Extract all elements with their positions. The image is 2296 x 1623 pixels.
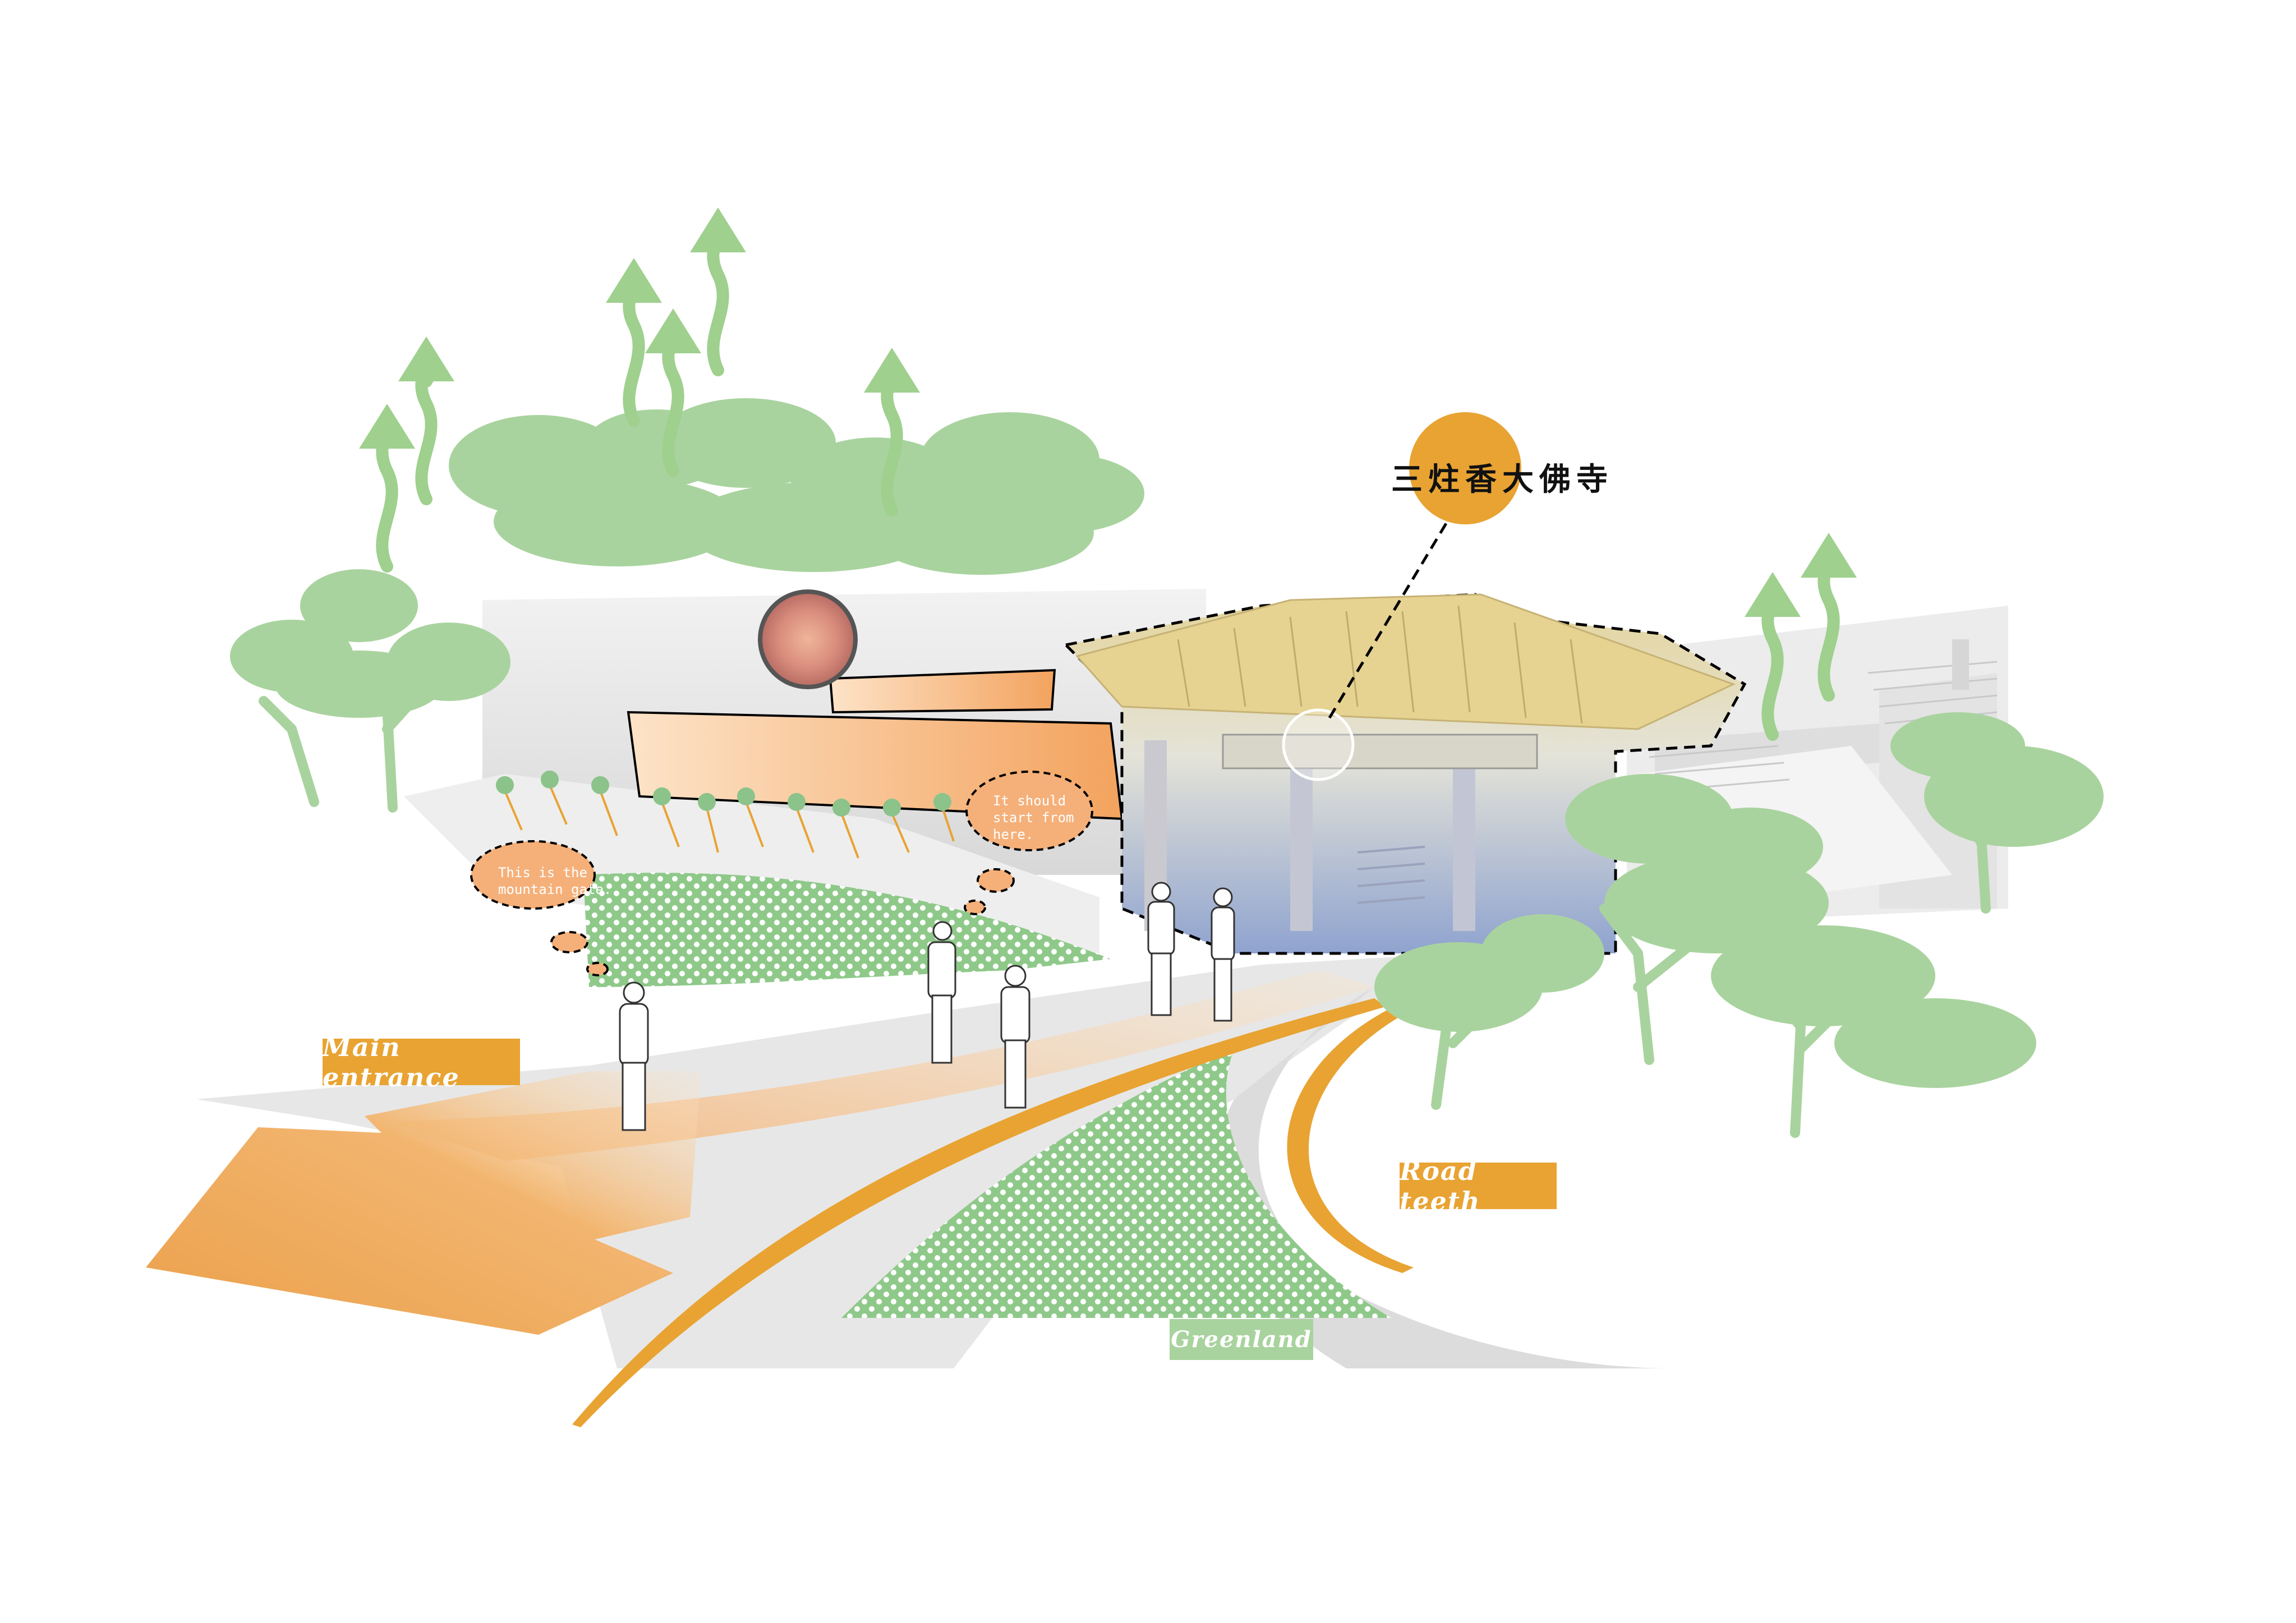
flower-plants <box>504 785 955 859</box>
road-teeth-label: Road teeth <box>1400 1156 1557 1216</box>
people <box>619 882 1235 1131</box>
thought-bubble-2 <box>964 771 1093 915</box>
plaza-ground <box>196 953 1458 1368</box>
main-entrance-label: Main entrance <box>323 1032 520 1092</box>
road-teeth-curve <box>1287 993 1436 1273</box>
tree-right-cluster <box>1374 712 2104 1088</box>
temple-gate <box>1062 593 1747 955</box>
temple-name-badge <box>1409 412 1521 524</box>
thought-bubble-1 <box>470 840 609 976</box>
bubble-text-mountain-gate: This is the mountain gate. <box>498 865 612 897</box>
lawn-center <box>841 1049 1391 1318</box>
greenland-label: Greenland <box>1170 1319 1313 1360</box>
tree-left <box>230 569 510 718</box>
plaque-magnifier-icon <box>1282 708 1355 781</box>
flower-heads <box>496 771 951 817</box>
tree-right-trunks <box>1397 774 2030 1138</box>
tree-left-trunk <box>259 657 443 813</box>
bubble-text-start-here: It should start from here. <box>993 793 1074 842</box>
lawn-upper <box>583 873 1111 987</box>
stone-texture-icon <box>758 589 858 689</box>
temple-name: 三炷香大佛寺 <box>1391 461 1613 498</box>
callout-line <box>1328 492 1466 719</box>
flow-arrow <box>146 1071 701 1335</box>
growth-arrow-heads <box>359 208 1857 617</box>
back-tree-canopy <box>449 398 1144 575</box>
